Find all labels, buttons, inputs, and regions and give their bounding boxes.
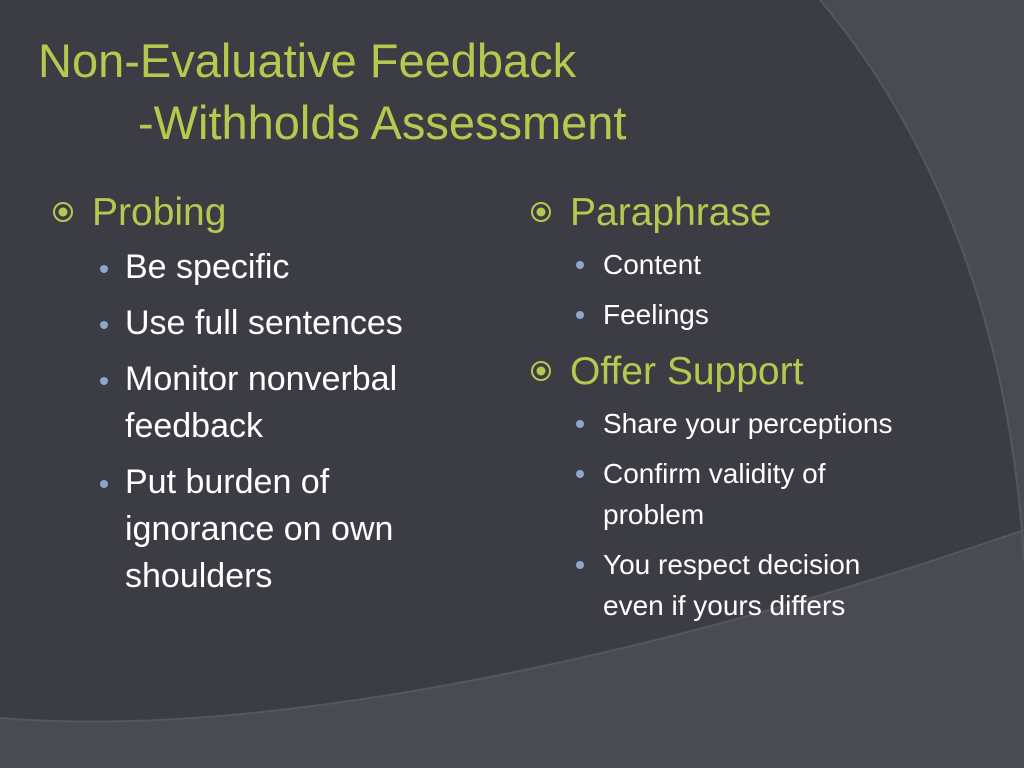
circled-dot-icon [53,202,73,222]
background-curve-right [820,0,1024,560]
paraphrase-list: Content Feelings [526,244,926,335]
bullet-icon [100,377,108,385]
list-item: Put burden of ignorance on own shoulders [48,459,468,600]
title-line-1: Non-Evaluative Feedback [38,34,577,87]
list-item: Monitor nonverbal feedback [48,356,468,450]
background-curve-bottom [0,530,1024,768]
list-item: Confirm validity of problem [526,453,926,535]
bullet-icon [576,470,584,478]
section-heading-paraphrase: Paraphrase [526,188,926,238]
right-column: Paraphrase Content Feelings Offer Suppor… [526,188,926,638]
bullet-icon [100,480,108,488]
section-heading-label: Offer Support [570,350,804,393]
section-heading-label: Probing [92,191,227,234]
list-item: Content [526,244,926,285]
circled-dot-icon [531,202,551,222]
left-column: Probing Be specific Use full sentences M… [48,188,468,612]
bullet-icon [576,311,584,319]
bullet-icon [100,321,108,329]
title-line-2: -Withholds Assessment [138,96,627,149]
offer-support-list: Share your perceptions Confirm validity … [526,403,926,626]
list-item: Feelings [526,294,926,335]
list-item: You respect decision even if yours diffe… [526,544,926,626]
bullet-icon [576,261,584,269]
list-item: Use full sentences [48,300,468,347]
list-item: Be specific [48,244,468,291]
list-item: Share your perceptions [526,403,926,444]
circled-dot-icon [531,361,551,381]
probing-list: Be specific Use full sentences Monitor n… [48,244,468,600]
bullet-icon [100,265,108,273]
section-heading-label: Paraphrase [570,191,772,234]
section-heading-offer-support: Offer Support [526,347,926,397]
slide-title: Non-Evaluative Feedback -Withholds Asses… [38,30,626,154]
bullet-icon [576,420,584,428]
bullet-icon [576,561,584,569]
section-heading-probing: Probing [48,188,468,238]
